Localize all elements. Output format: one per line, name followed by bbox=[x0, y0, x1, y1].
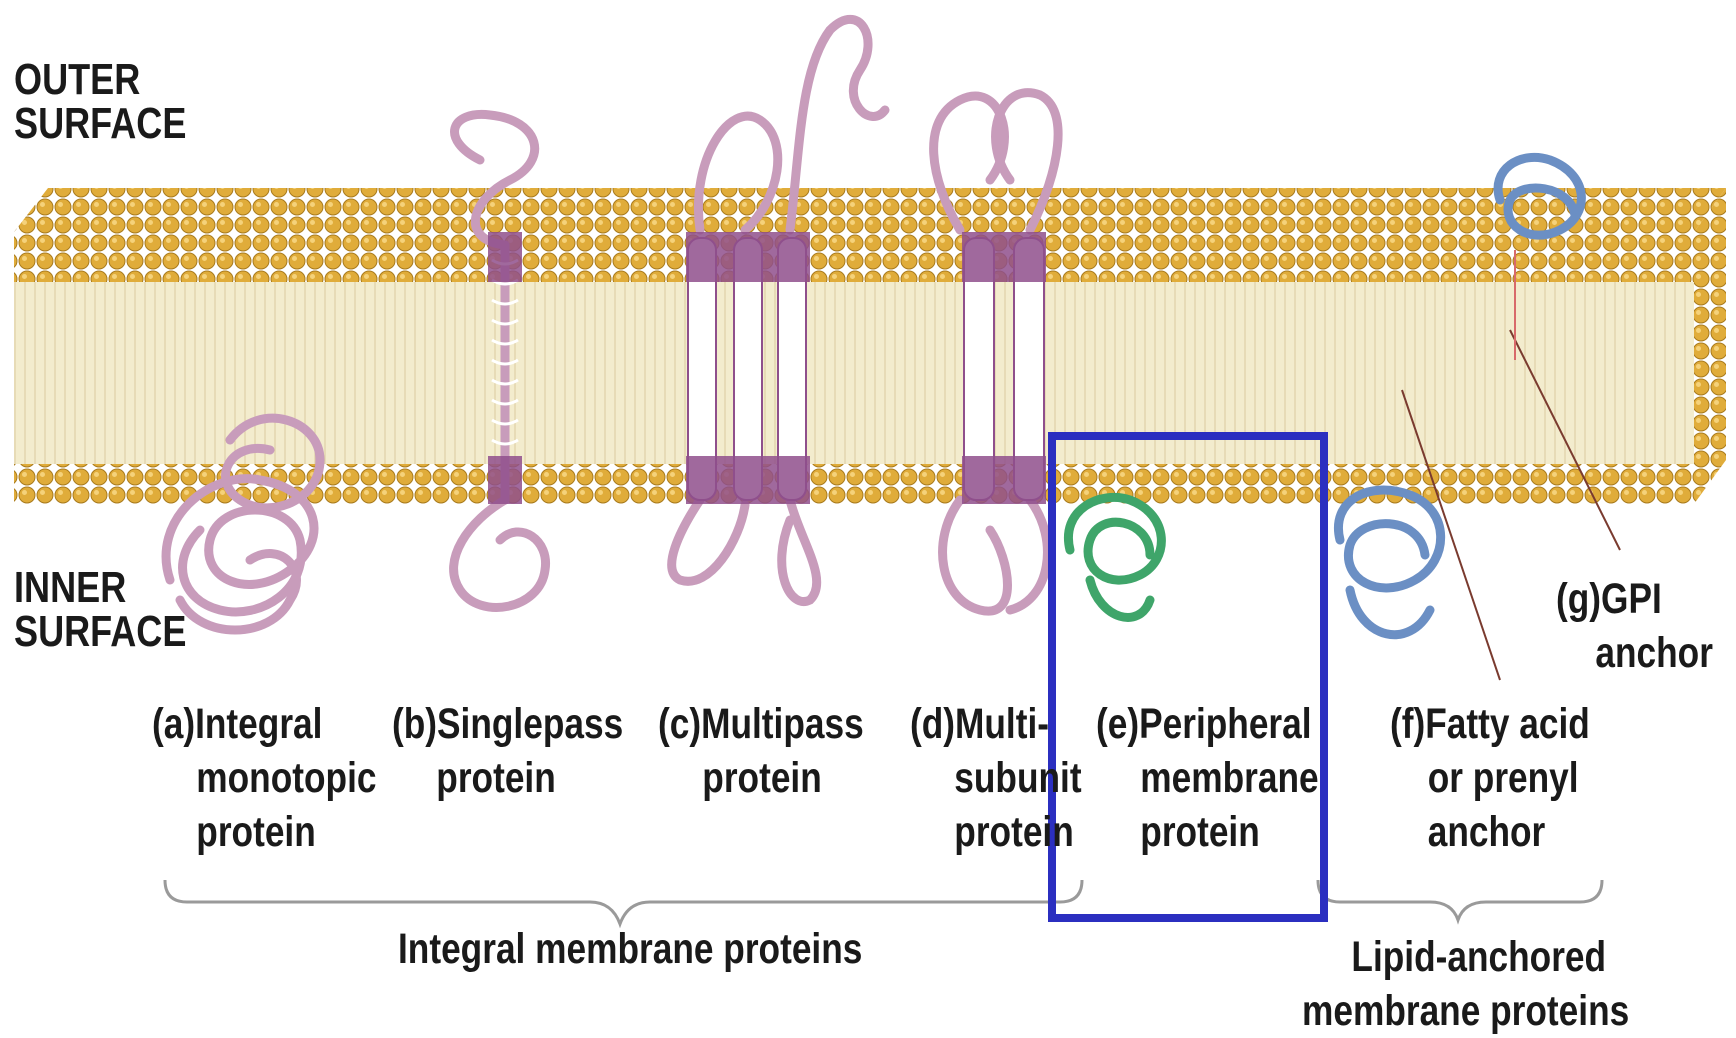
integral-brace bbox=[165, 880, 1082, 924]
caption-a: (a)Integral monotopic protein bbox=[152, 697, 376, 859]
caption-e-letter: (e) bbox=[1096, 700, 1139, 748]
caption-b-letter: (b) bbox=[392, 700, 437, 748]
caption-b: (b)Singlepass protein bbox=[392, 697, 623, 805]
inner-surface-line2: SURFACE bbox=[14, 610, 186, 654]
caption-b-line1: Singlepass bbox=[437, 700, 623, 748]
caption-g-letter: (g) bbox=[1556, 575, 1601, 623]
protein-c-band-top bbox=[686, 232, 810, 282]
protein-b-band-bottom bbox=[488, 456, 522, 504]
caption-f-line2: or prenyl bbox=[1390, 754, 1579, 802]
protein-d-band-top bbox=[962, 232, 1046, 282]
protein-d-band-bottom bbox=[962, 456, 1046, 504]
outer-surface-line2: SURFACE bbox=[14, 102, 186, 146]
caption-a-line3: protein bbox=[152, 808, 316, 856]
integral-group-label: Integral membrane proteins bbox=[398, 922, 862, 976]
protein-f-glob bbox=[1338, 490, 1440, 635]
lipid-anchored-group-label: Lipid-anchored membrane proteins bbox=[1302, 930, 1629, 1038]
caption-d-line2: subunit bbox=[910, 754, 1082, 802]
outer-surface-label: OUTER SURFACE bbox=[14, 58, 186, 146]
outer-leaflet-heads bbox=[14, 232, 1694, 282]
caption-d: (d)Multi- subunit protein bbox=[910, 697, 1082, 859]
caption-f-line1: Fatty acid bbox=[1425, 700, 1590, 748]
caption-g-line1: GPI bbox=[1601, 575, 1662, 623]
caption-b-line2: protein bbox=[392, 754, 556, 802]
caption-c-letter: (c) bbox=[658, 700, 701, 748]
caption-a-line2: monotopic bbox=[152, 754, 376, 802]
protein-c-band-bottom bbox=[686, 456, 810, 504]
caption-f: (f)Fatty acid or prenyl anchor bbox=[1390, 697, 1590, 859]
caption-d-line1: Multi- bbox=[955, 700, 1049, 748]
lipid-bilayer bbox=[14, 188, 1726, 504]
caption-e-line3: protein bbox=[1096, 808, 1260, 856]
protein-b-band-top bbox=[488, 232, 522, 282]
caption-c: (c)Multipass protein bbox=[658, 697, 864, 805]
inner-surface-line1: INNER bbox=[14, 566, 186, 610]
lipid-anchored-line1: Lipid-anchored bbox=[1302, 930, 1629, 984]
caption-c-line1: Multipass bbox=[701, 700, 864, 748]
caption-a-letter: (a) bbox=[152, 700, 195, 748]
caption-e: (e)Peripheral membrane protein bbox=[1096, 697, 1319, 859]
bilayer-side bbox=[1694, 188, 1726, 504]
caption-d-letter: (d) bbox=[910, 700, 955, 748]
caption-d-line3: protein bbox=[910, 808, 1074, 856]
caption-e-line1: Peripheral bbox=[1139, 700, 1311, 748]
caption-f-line3: anchor bbox=[1390, 808, 1545, 856]
caption-f-letter: (f) bbox=[1390, 700, 1425, 748]
caption-g-line2: anchor bbox=[1556, 629, 1713, 677]
protein-e-glob bbox=[1068, 497, 1161, 617]
lipid-anchored-brace bbox=[1318, 880, 1602, 920]
inner-surface-label: INNER SURFACE bbox=[14, 566, 186, 654]
caption-a-line1: Integral bbox=[195, 700, 322, 748]
caption-g: (g)GPI anchor bbox=[1556, 572, 1713, 680]
hydrophobic-tails bbox=[14, 282, 1694, 464]
outer-leaflet-top bbox=[14, 188, 1726, 232]
outer-surface-line1: OUTER bbox=[14, 58, 186, 102]
caption-c-line2: protein bbox=[658, 754, 822, 802]
caption-e-line2: membrane bbox=[1096, 754, 1319, 802]
